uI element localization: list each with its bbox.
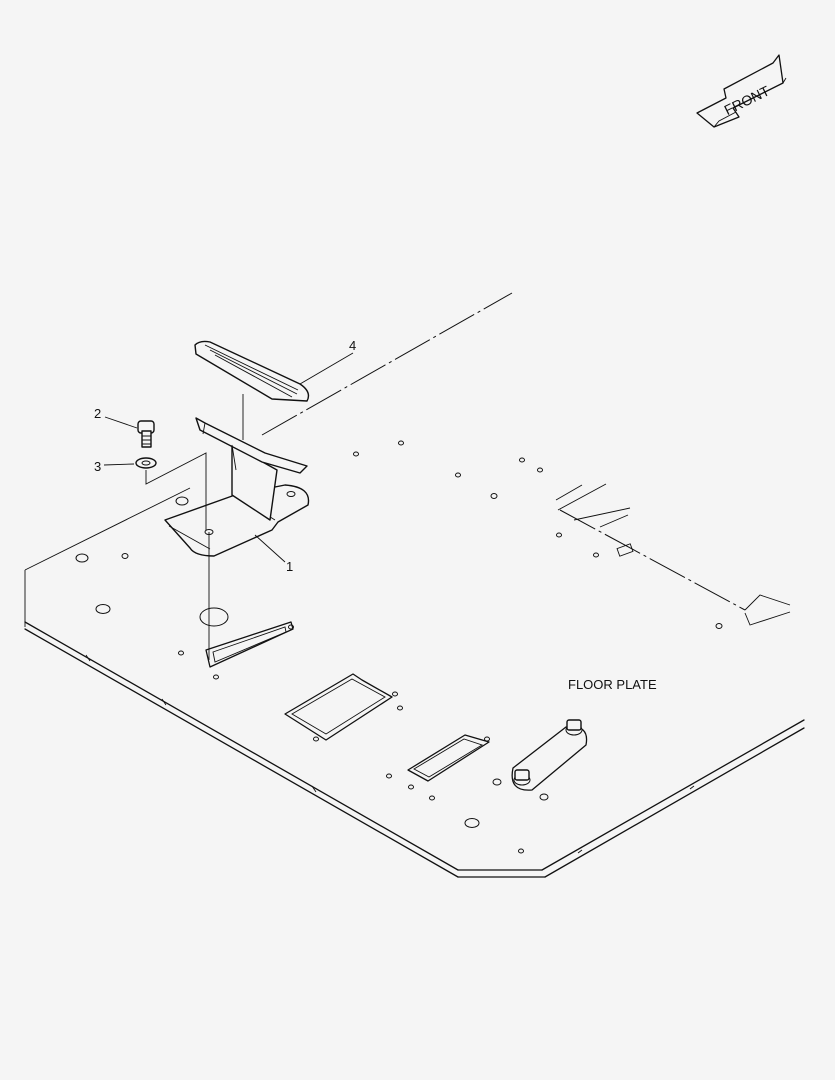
pedal-pad: [194, 340, 310, 402]
callout-4: 4: [349, 338, 356, 353]
washer: [135, 457, 157, 469]
front-arrow-icon: FRONT: [696, 54, 787, 128]
callout-1: 1: [286, 559, 293, 574]
leader-lines: [103, 352, 354, 660]
pedal-bracket: [164, 417, 310, 557]
floor-plate: FLOOR PLATE: [24, 292, 805, 878]
floor-plate-label: FLOOR PLATE: [568, 677, 657, 692]
front-label: FRONT: [722, 82, 773, 118]
bolt: [137, 420, 155, 448]
callout-2: 2: [94, 406, 101, 421]
callouts: 1 2 3 4: [94, 338, 356, 574]
callout-3: 3: [94, 459, 101, 474]
